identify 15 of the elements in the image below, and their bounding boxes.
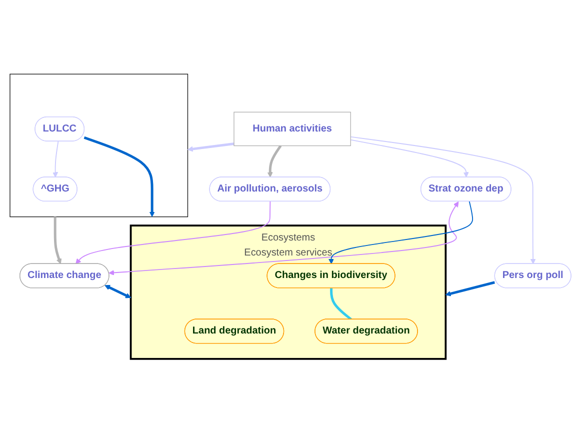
arrow [445, 281, 495, 296]
arrow [350, 139, 469, 178]
arrow [108, 286, 132, 298]
arrow [76, 201, 271, 264]
arrow [188, 142, 234, 152]
arrow [104, 284, 132, 298]
arrow [54, 216, 62, 264]
arrow [350, 136, 536, 264]
arrow [52, 140, 59, 178]
node-box: Human activities [234, 112, 351, 146]
arrow [328, 201, 474, 264]
arrow [108, 202, 459, 276]
arrow [267, 145, 282, 178]
arrow [84, 136, 155, 218]
connector [330, 288, 352, 320]
